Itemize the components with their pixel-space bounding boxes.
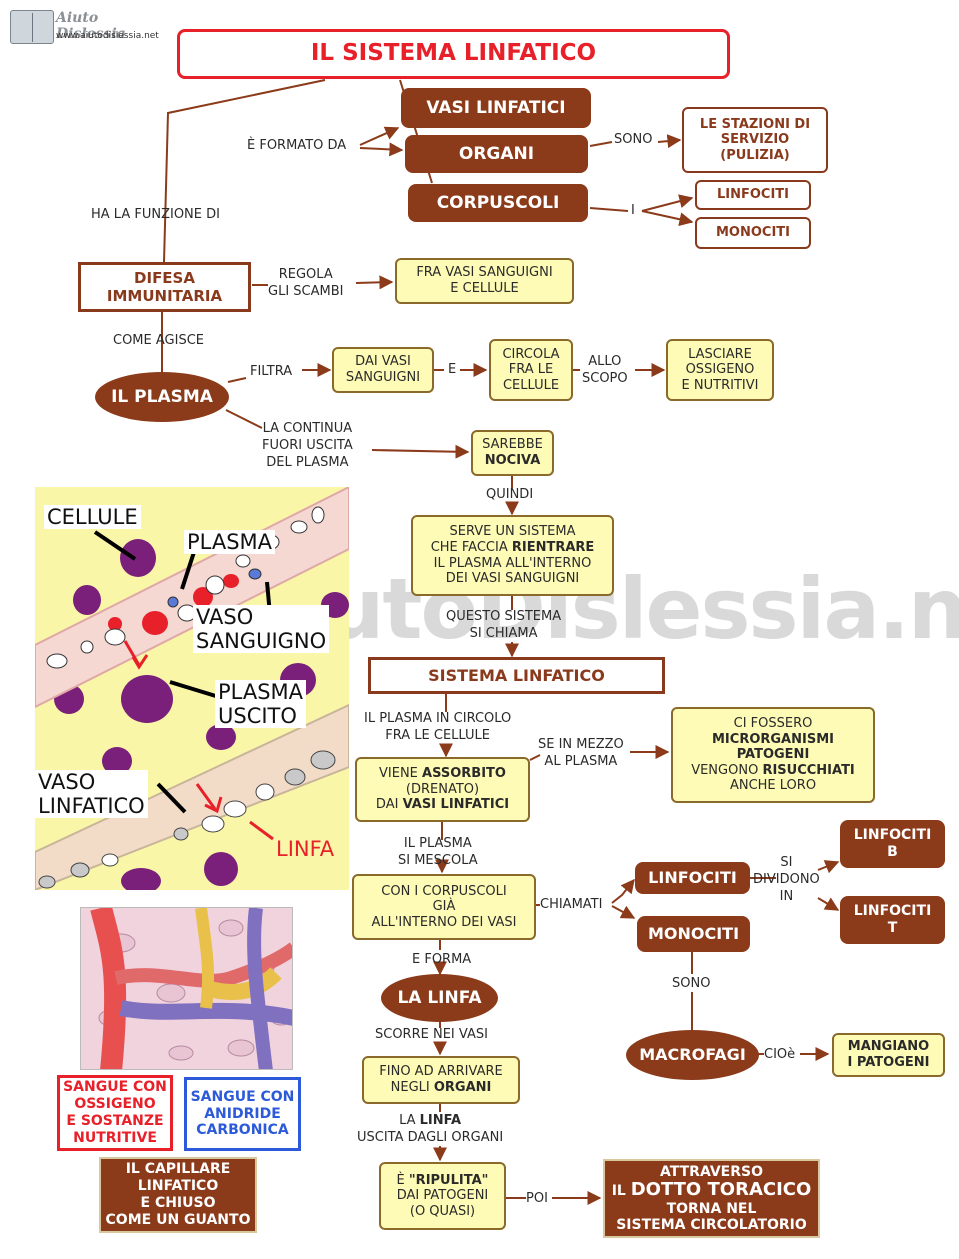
node-sarebbe[interactable]: SAREBBE NOCIVA — [471, 430, 554, 476]
caption-cellule: CELLULE — [44, 505, 141, 530]
node-stazioni[interactable]: LE STAZIONI DI SERVIZIO (PULIZIA) — [682, 107, 828, 173]
label-come-agisce: COME AGISCE — [113, 333, 204, 348]
node-macrofagi[interactable]: MACROFAGI — [626, 1030, 759, 1080]
node-difesa[interactable]: DIFESA IMMUNITARIA — [78, 262, 251, 312]
legend-sangue-anidride: SANGUE CON ANIDRIDE CARBONICA — [184, 1077, 301, 1151]
legend-sangue-ossigeno: SANGUE CON OSSIGENO E SOSTANZE NUTRITIVE — [57, 1075, 173, 1151]
label-questo-sistema: QUESTO SISTEMA SI CHIAMA — [446, 609, 562, 641]
node-plasma[interactable]: IL PLASMA — [95, 372, 229, 422]
caption-plasma-uscito: PLASMA USCITO — [215, 680, 307, 729]
node-viene-assorbito[interactable]: VIENE ASSORBITO (DRENATO) DAI VASI LINFA… — [355, 757, 530, 822]
page-title: IL SISTEMA LINFATICO — [177, 29, 730, 79]
book-icon — [10, 10, 54, 44]
logo-url: www.aiutodislessia.net — [56, 31, 159, 41]
caption-linfa: LINFA — [276, 837, 335, 861]
caption-vaso-linfatico: VASO LINFATICO — [35, 770, 148, 819]
label-e: E — [448, 362, 457, 377]
label-formato-da: È FORMATO DA — [247, 138, 347, 153]
label-sono-2: SONO — [672, 976, 711, 991]
node-lasciare[interactable]: LASCIARE OSSIGENO E NUTRITIVI — [666, 339, 774, 401]
node-linfociti[interactable]: LINFOCITI — [635, 862, 750, 894]
node-sistema-linfatico[interactable]: SISTEMA LINFATICO — [368, 657, 665, 694]
vessels-illustration: CELLULE PLASMA VASO SANGUIGNO PLASMA USC… — [35, 487, 349, 890]
node-fino-ad-arrivare[interactable]: FINO AD ARRIVARE NEGLI ORGANI — [362, 1056, 520, 1104]
legend-capillare: IL CAPILLARE LINFATICO E CHIUSO COME UN … — [99, 1157, 257, 1233]
node-ci-fossero[interactable]: CI FOSSERO MICRORGANISMI PATOGENI VENGON… — [671, 707, 875, 803]
label-continua: LA CONTINUA FUORI USCITA DEL PLASMA — [262, 421, 353, 470]
label-e-forma: E FORMA — [412, 952, 472, 967]
capillary-drawing — [90, 908, 292, 1069]
label-sono: SONO — [614, 132, 653, 147]
label-si-mescola: IL PLASMA SI MESCOLA — [398, 836, 478, 868]
node-organi[interactable]: ORGANI — [405, 135, 588, 173]
node-monociti-top[interactable]: MONOCITI — [695, 217, 811, 249]
label-se-in-mezzo: SE IN MEZZO AL PLASMA — [538, 737, 624, 769]
node-circola[interactable]: CIRCOLA FRA LE CELLULE — [489, 339, 573, 401]
label-poi: POI — [526, 1191, 548, 1206]
node-corpuscoli[interactable]: CORPUSCOLI — [408, 184, 588, 222]
label-regola: REGOLA GLI SCAMBI — [268, 267, 344, 299]
node-fra-vasi[interactable]: FRA VASI SANGUIGNI E CELLULE — [395, 258, 574, 304]
label-allo-scopo: ALLO SCOPO — [582, 354, 628, 386]
node-linfociti-top[interactable]: LINFOCITI — [695, 180, 811, 210]
node-dotto-toracico[interactable]: ATTRAVERSO IL DOTTO TORACICO TORNA NEL S… — [603, 1159, 820, 1238]
node-serve[interactable]: SERVE UN SISTEMA CHE FACCIA RIENTRARE IL… — [411, 515, 614, 596]
label-circolo: IL PLASMA IN CIRCOLO FRA LE CELLULE — [364, 711, 512, 743]
node-la-linfa[interactable]: LA LINFA — [381, 974, 498, 1022]
node-mangiano[interactable]: MANGIANO I PATOGENI — [832, 1033, 945, 1077]
label-funzione: HA LA FUNZIONE DI — [91, 207, 220, 222]
label-cioe: CIOè — [764, 1047, 796, 1062]
label-i: I — [631, 203, 635, 218]
label-si-dividono: SI DIVIDONO IN — [753, 855, 820, 904]
caption-plasma: PLASMA — [184, 530, 276, 555]
caption-vaso-sanguigno: VASO SANGUIGNO — [193, 605, 330, 654]
label-uscita: LA LINFA USCITA DAGLI ORGANI — [357, 1113, 504, 1145]
logo[interactable]: Aiuto Dislessia www.aiutodislessia.net — [8, 4, 168, 48]
label-quindi: QUINDI — [486, 487, 534, 502]
node-ripulita[interactable]: È "RIPULITA" DAI PATOGENI (O QUASI) — [379, 1162, 506, 1230]
node-monociti[interactable]: MONOCITI — [637, 916, 750, 952]
node-linfociti-b[interactable]: LINFOCITI B — [840, 820, 945, 868]
node-linfociti-t[interactable]: LINFOCITI T — [840, 896, 945, 944]
label-chiamati: CHIAMATI — [540, 897, 603, 912]
label-filtra: FILTRA — [250, 364, 293, 379]
label-scorre: SCORRE NEI VASI — [375, 1027, 488, 1042]
node-con-corpuscoli[interactable]: CON I CORPUSCOLI GIÀ ALL'INTERNO DEI VAS… — [352, 874, 536, 940]
logo-name: Aiuto Dislessia — [56, 10, 126, 42]
capillary-illustration — [80, 907, 293, 1070]
node-vasi-linfatici[interactable]: VASI LINFATICI — [401, 88, 591, 128]
node-dai-vasi[interactable]: DAI VASI SANGUIGNI — [332, 347, 434, 393]
